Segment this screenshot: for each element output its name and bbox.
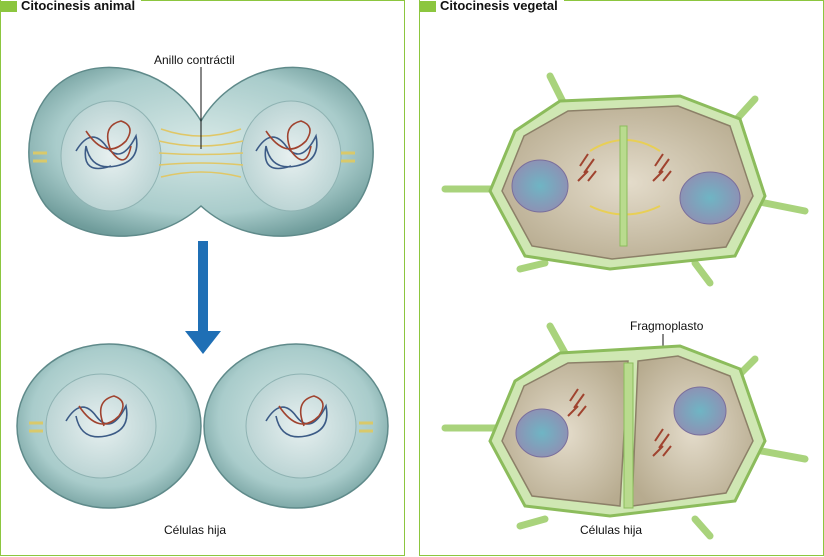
fragmoplast-label: Fragmoplasto	[630, 319, 704, 333]
animal-cytokinesis-panel: Citocinesis animal	[0, 0, 405, 556]
plant-daughter-cells-caption: Células hija	[580, 523, 643, 537]
plant-panel-header: Citocinesis vegetal	[420, 0, 564, 13]
plant-cell-illustration	[441, 72, 809, 540]
title-marker-icon	[1, 0, 17, 12]
daughter-plant-cells	[441, 322, 809, 540]
division-arrow-icon	[185, 241, 221, 354]
dividing-animal-cell	[28, 66, 374, 237]
animal-panel-header: Citocinesis animal	[1, 0, 142, 13]
plant-panel-title: Citocinesis vegetal	[440, 0, 558, 13]
daughter-animal-cell-left	[16, 343, 202, 509]
animal-cell-illustration	[16, 66, 389, 509]
animal-daughter-cells-caption: Células hija	[164, 523, 227, 537]
plant-cytokinesis-panel: Citocinesis vegetal	[419, 0, 824, 556]
daughter-animal-cell-right	[203, 343, 389, 509]
contractile-ring-label: Anillo contráctil	[154, 53, 235, 67]
dividing-plant-cell	[441, 72, 809, 287]
animal-panel-title: Citocinesis animal	[21, 0, 136, 13]
title-marker-icon	[420, 0, 436, 12]
